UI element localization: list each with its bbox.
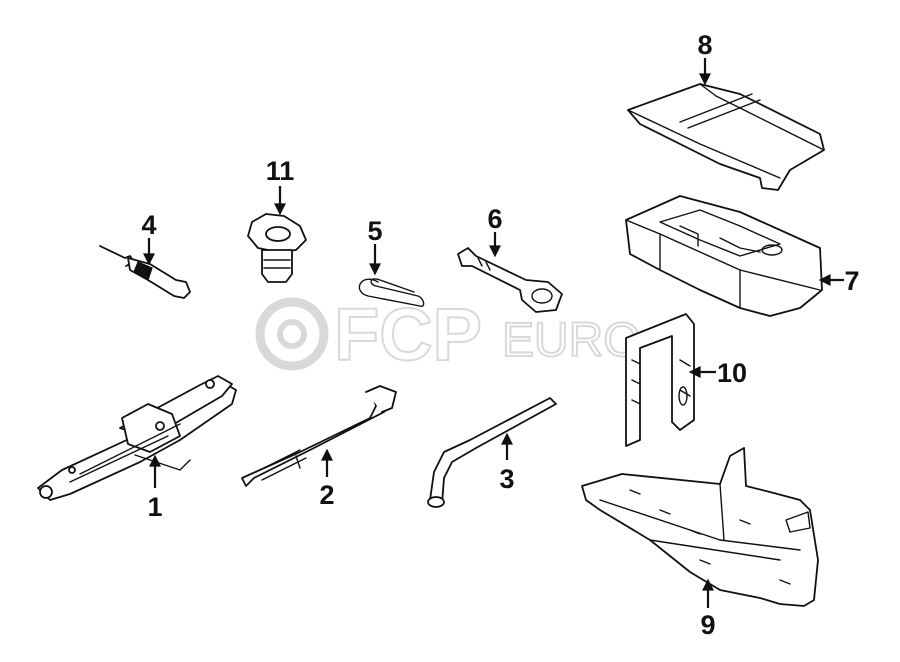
callout-3: 3 <box>499 464 514 494</box>
part-9-tray-plate[interactable] <box>581 447 819 607</box>
part-7-tool-tray[interactable] <box>625 195 823 317</box>
callout-8: 8 <box>697 30 712 60</box>
part-11-wheel-nut[interactable] <box>247 213 307 283</box>
callout-10: 10 <box>717 358 747 388</box>
part-3-extension-bar[interactable] <box>427 397 557 508</box>
watermark-logo-icon <box>255 297 329 371</box>
part-2-jack-handle[interactable] <box>241 385 397 487</box>
part-5-clip[interactable] <box>358 278 425 307</box>
callout-4: 4 <box>141 210 156 240</box>
callout-11: 11 <box>266 156 295 186</box>
watermark-suffix: EURO <box>502 314 641 367</box>
callouts: 1 2 3 4 5 6 7 8 9 10 11 <box>141 30 859 640</box>
callout-7: 7 <box>844 266 859 296</box>
callout-1: 1 <box>147 492 162 522</box>
part-6-tow-hook[interactable] <box>457 247 563 313</box>
part-8-floor-cover[interactable] <box>627 83 825 191</box>
part-4-screwdriver[interactable] <box>99 245 191 299</box>
watermark: FCP EURO <box>255 292 642 377</box>
watermark-brand: FCP <box>334 293 482 376</box>
callout-2: 2 <box>319 480 334 510</box>
callout-6: 6 <box>487 204 502 234</box>
part-10-bracket[interactable] <box>625 313 695 447</box>
leader-lines <box>143 58 844 608</box>
callout-9: 9 <box>700 610 715 640</box>
part-1-scissor-jack[interactable] <box>37 375 237 501</box>
callout-5: 5 <box>367 216 382 246</box>
